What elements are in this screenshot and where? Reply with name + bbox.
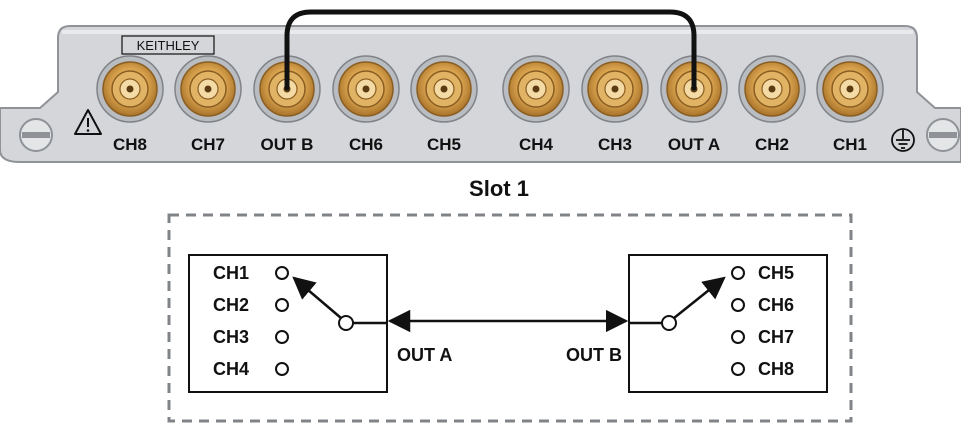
- out-a-label: OUT A: [397, 345, 452, 365]
- connector-label: CH6: [349, 135, 383, 154]
- bnc-connector-ch3[interactable]: [581, 55, 649, 123]
- right-channel-contact: [731, 298, 745, 312]
- left-channel-contact: [275, 330, 289, 344]
- out-b-label: OUT B: [566, 345, 622, 365]
- bnc-connector-ch2[interactable]: [738, 55, 806, 123]
- right-channel-label: CH8: [758, 359, 794, 379]
- connector-row: CH8 CH7 OUT B CH6 CH5 CH4 CH3 OUT A CH2 CH1: [96, 55, 884, 154]
- connector-label: CH3: [598, 135, 632, 154]
- connector-label: CH2: [755, 135, 789, 154]
- brand-box: [121, 35, 215, 55]
- bnc-connector-ch7[interactable]: [174, 55, 242, 123]
- left-channel-contact: [275, 266, 289, 280]
- left-channel-label: CH3: [213, 327, 249, 347]
- connector-label: CH8: [113, 135, 147, 154]
- rear-panel: [0, 25, 961, 163]
- left-channel-contact: [275, 362, 289, 376]
- right-channel-label: CH7: [758, 327, 794, 347]
- ground-icon: [891, 128, 915, 152]
- connector-label: CH1: [833, 135, 867, 154]
- left-channel-label: CH2: [213, 295, 249, 315]
- connector-label: OUT A: [668, 135, 720, 154]
- warning-icon: [74, 109, 102, 135]
- right-switch-arm: [673, 276, 726, 319]
- left-screw-icon: [19, 118, 53, 152]
- slot-boundary: [167, 213, 853, 423]
- connector-label: OUT B: [261, 135, 314, 154]
- left-channel-label: CH4: [213, 359, 249, 379]
- connector-label: CH7: [191, 135, 225, 154]
- left-channel-label: CH1: [213, 263, 249, 283]
- right-channel-label: CH5: [758, 263, 794, 283]
- right-channel-contact: [731, 330, 745, 344]
- bnc-connector-ch5[interactable]: [410, 55, 478, 123]
- slot-title: Slot 1: [469, 176, 529, 201]
- panel-plate: [0, 25, 961, 163]
- bnc-connector-ch8[interactable]: [96, 55, 164, 123]
- connector-label: CH5: [427, 135, 461, 154]
- right-channel-contact: [731, 362, 745, 376]
- brand-label: KEITHLEY: [137, 38, 200, 53]
- bnc-connector-ch6[interactable]: [332, 55, 400, 123]
- left-switch-arm: [292, 276, 342, 319]
- right-screw-icon: [926, 118, 960, 152]
- left-common-contact: [338, 315, 354, 331]
- right-channel-contact: [731, 266, 745, 280]
- jumper-cable: [284, 9, 697, 91]
- right-channel-label: CH6: [758, 295, 794, 315]
- bnc-connector-ch4[interactable]: [502, 55, 570, 123]
- left-channel-contact: [275, 298, 289, 312]
- connector-label: CH4: [519, 135, 554, 154]
- right-common-contact: [661, 315, 677, 331]
- bnc-connector-ch1[interactable]: [816, 55, 884, 123]
- panel-highlight: [62, 30, 913, 34]
